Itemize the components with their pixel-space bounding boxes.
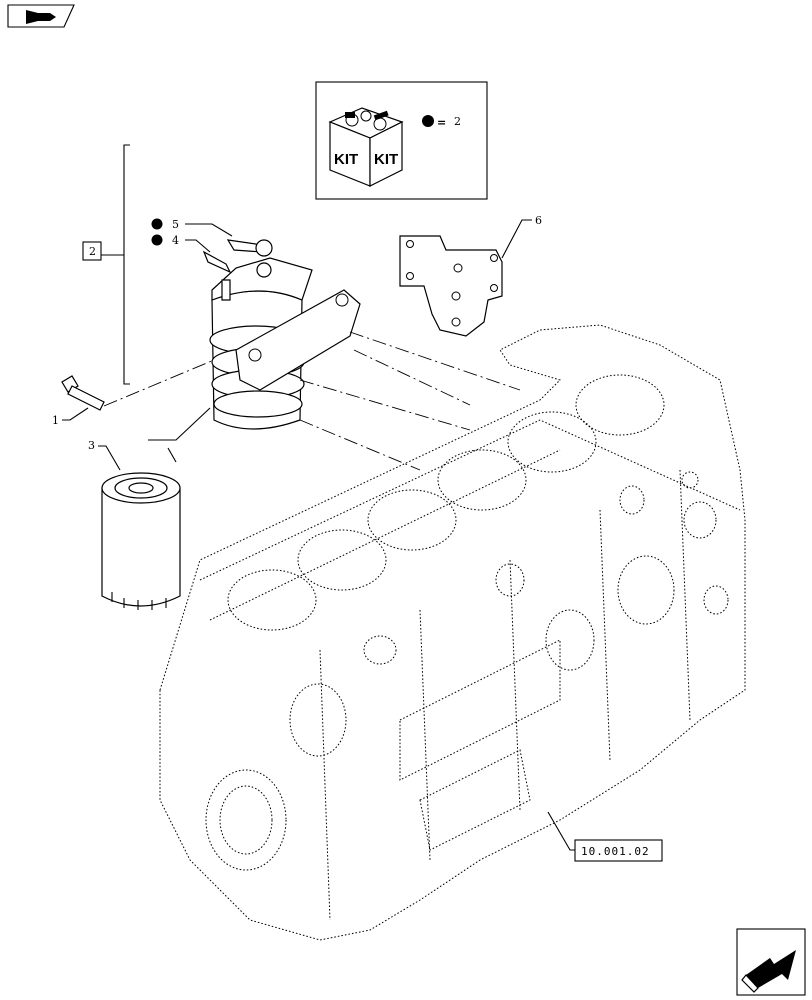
kit-legend-item: 2 (454, 115, 461, 128)
callout-5[interactable]: 5 (172, 218, 179, 231)
engine-block (159, 324, 746, 941)
mounting-bracket: 6 (399, 214, 542, 337)
kit-bullet-icon (422, 115, 434, 127)
fuel-filter-head (202, 239, 361, 430)
callout-group-4: 4 (151, 234, 211, 253)
callout-6[interactable]: 6 (535, 214, 542, 227)
bracket-item-2: 2 (82, 144, 130, 385)
page-forward-icon[interactable] (736, 928, 806, 996)
kit-bullet-icon (151, 234, 163, 246)
callout-1[interactable]: 1 (52, 414, 59, 427)
kit-label-right: KIT (374, 151, 398, 168)
kit-bullet-icon (151, 218, 163, 230)
callout-group-5: 5 (151, 218, 233, 237)
filter-cartridge: 3 (88, 407, 211, 610)
kit-legend: KIT KIT = 2 (315, 81, 488, 200)
page-back-icon[interactable] (7, 4, 75, 28)
callout-3[interactable]: 3 (88, 439, 95, 452)
bolt: 1 (52, 359, 215, 427)
callout-4[interactable]: 4 (172, 234, 179, 247)
reference-label[interactable]: 10.001.02 (581, 845, 650, 858)
callout-2[interactable]: 2 (89, 245, 96, 258)
reference-link[interactable]: 10.001.02 (547, 811, 663, 862)
kit-legend-equals: = (437, 116, 446, 129)
kit-box-icon: KIT KIT (328, 107, 404, 187)
kit-label-left: KIT (334, 151, 358, 168)
